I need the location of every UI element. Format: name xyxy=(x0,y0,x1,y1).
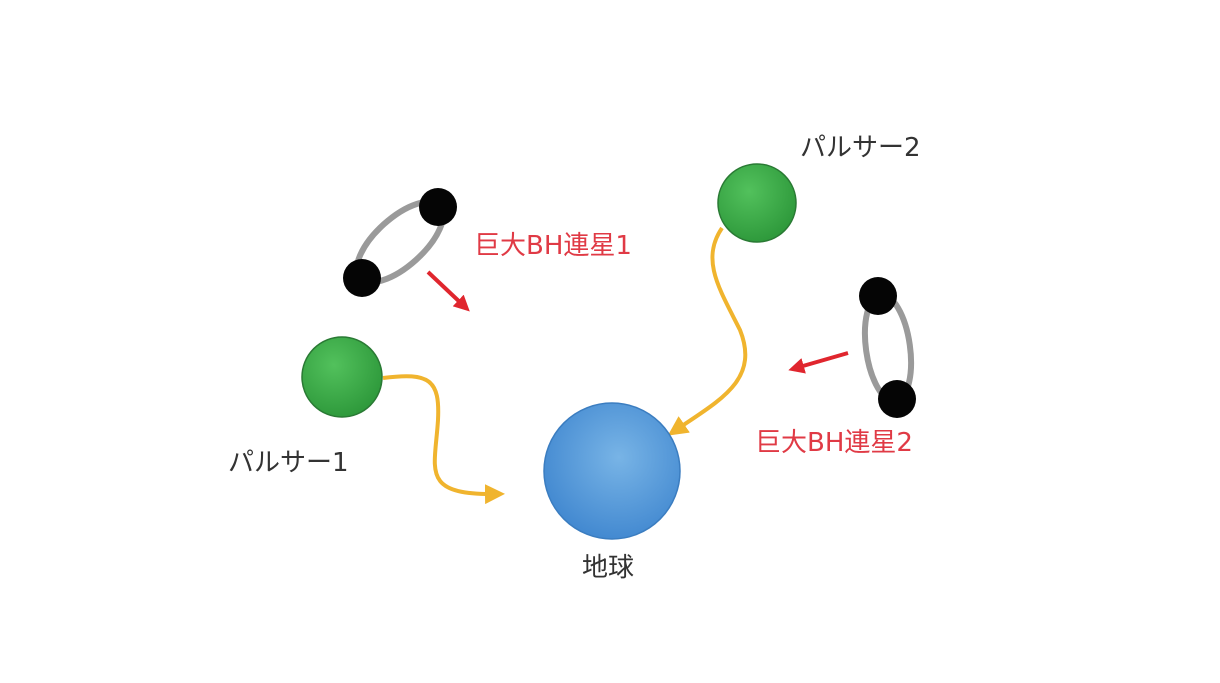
pulsar2-signal-path xyxy=(667,226,748,436)
bh-binary2-label: 巨大BH連星2 xyxy=(755,428,913,458)
gravitational-wave-arrow-1 xyxy=(426,270,470,312)
bh-binary1-label: 巨大BH連星1 xyxy=(474,231,632,261)
bh-binary-1 xyxy=(343,188,457,297)
black-hole xyxy=(859,277,897,315)
earth xyxy=(543,402,681,540)
pulsar-2 xyxy=(717,163,797,243)
black-hole xyxy=(878,380,916,418)
pulsar2-label: パルサー2 xyxy=(800,133,921,163)
gravitational-wave-arrow-2 xyxy=(788,351,849,374)
pulsar-1 xyxy=(301,336,383,418)
black-hole xyxy=(419,188,457,226)
bh-binary-2 xyxy=(859,277,916,418)
black-hole xyxy=(343,259,381,297)
pulsar1-signal-path xyxy=(382,374,505,505)
earth-label: 地球 xyxy=(582,553,635,583)
pulsar1-label: パルサー1 xyxy=(228,448,349,478)
